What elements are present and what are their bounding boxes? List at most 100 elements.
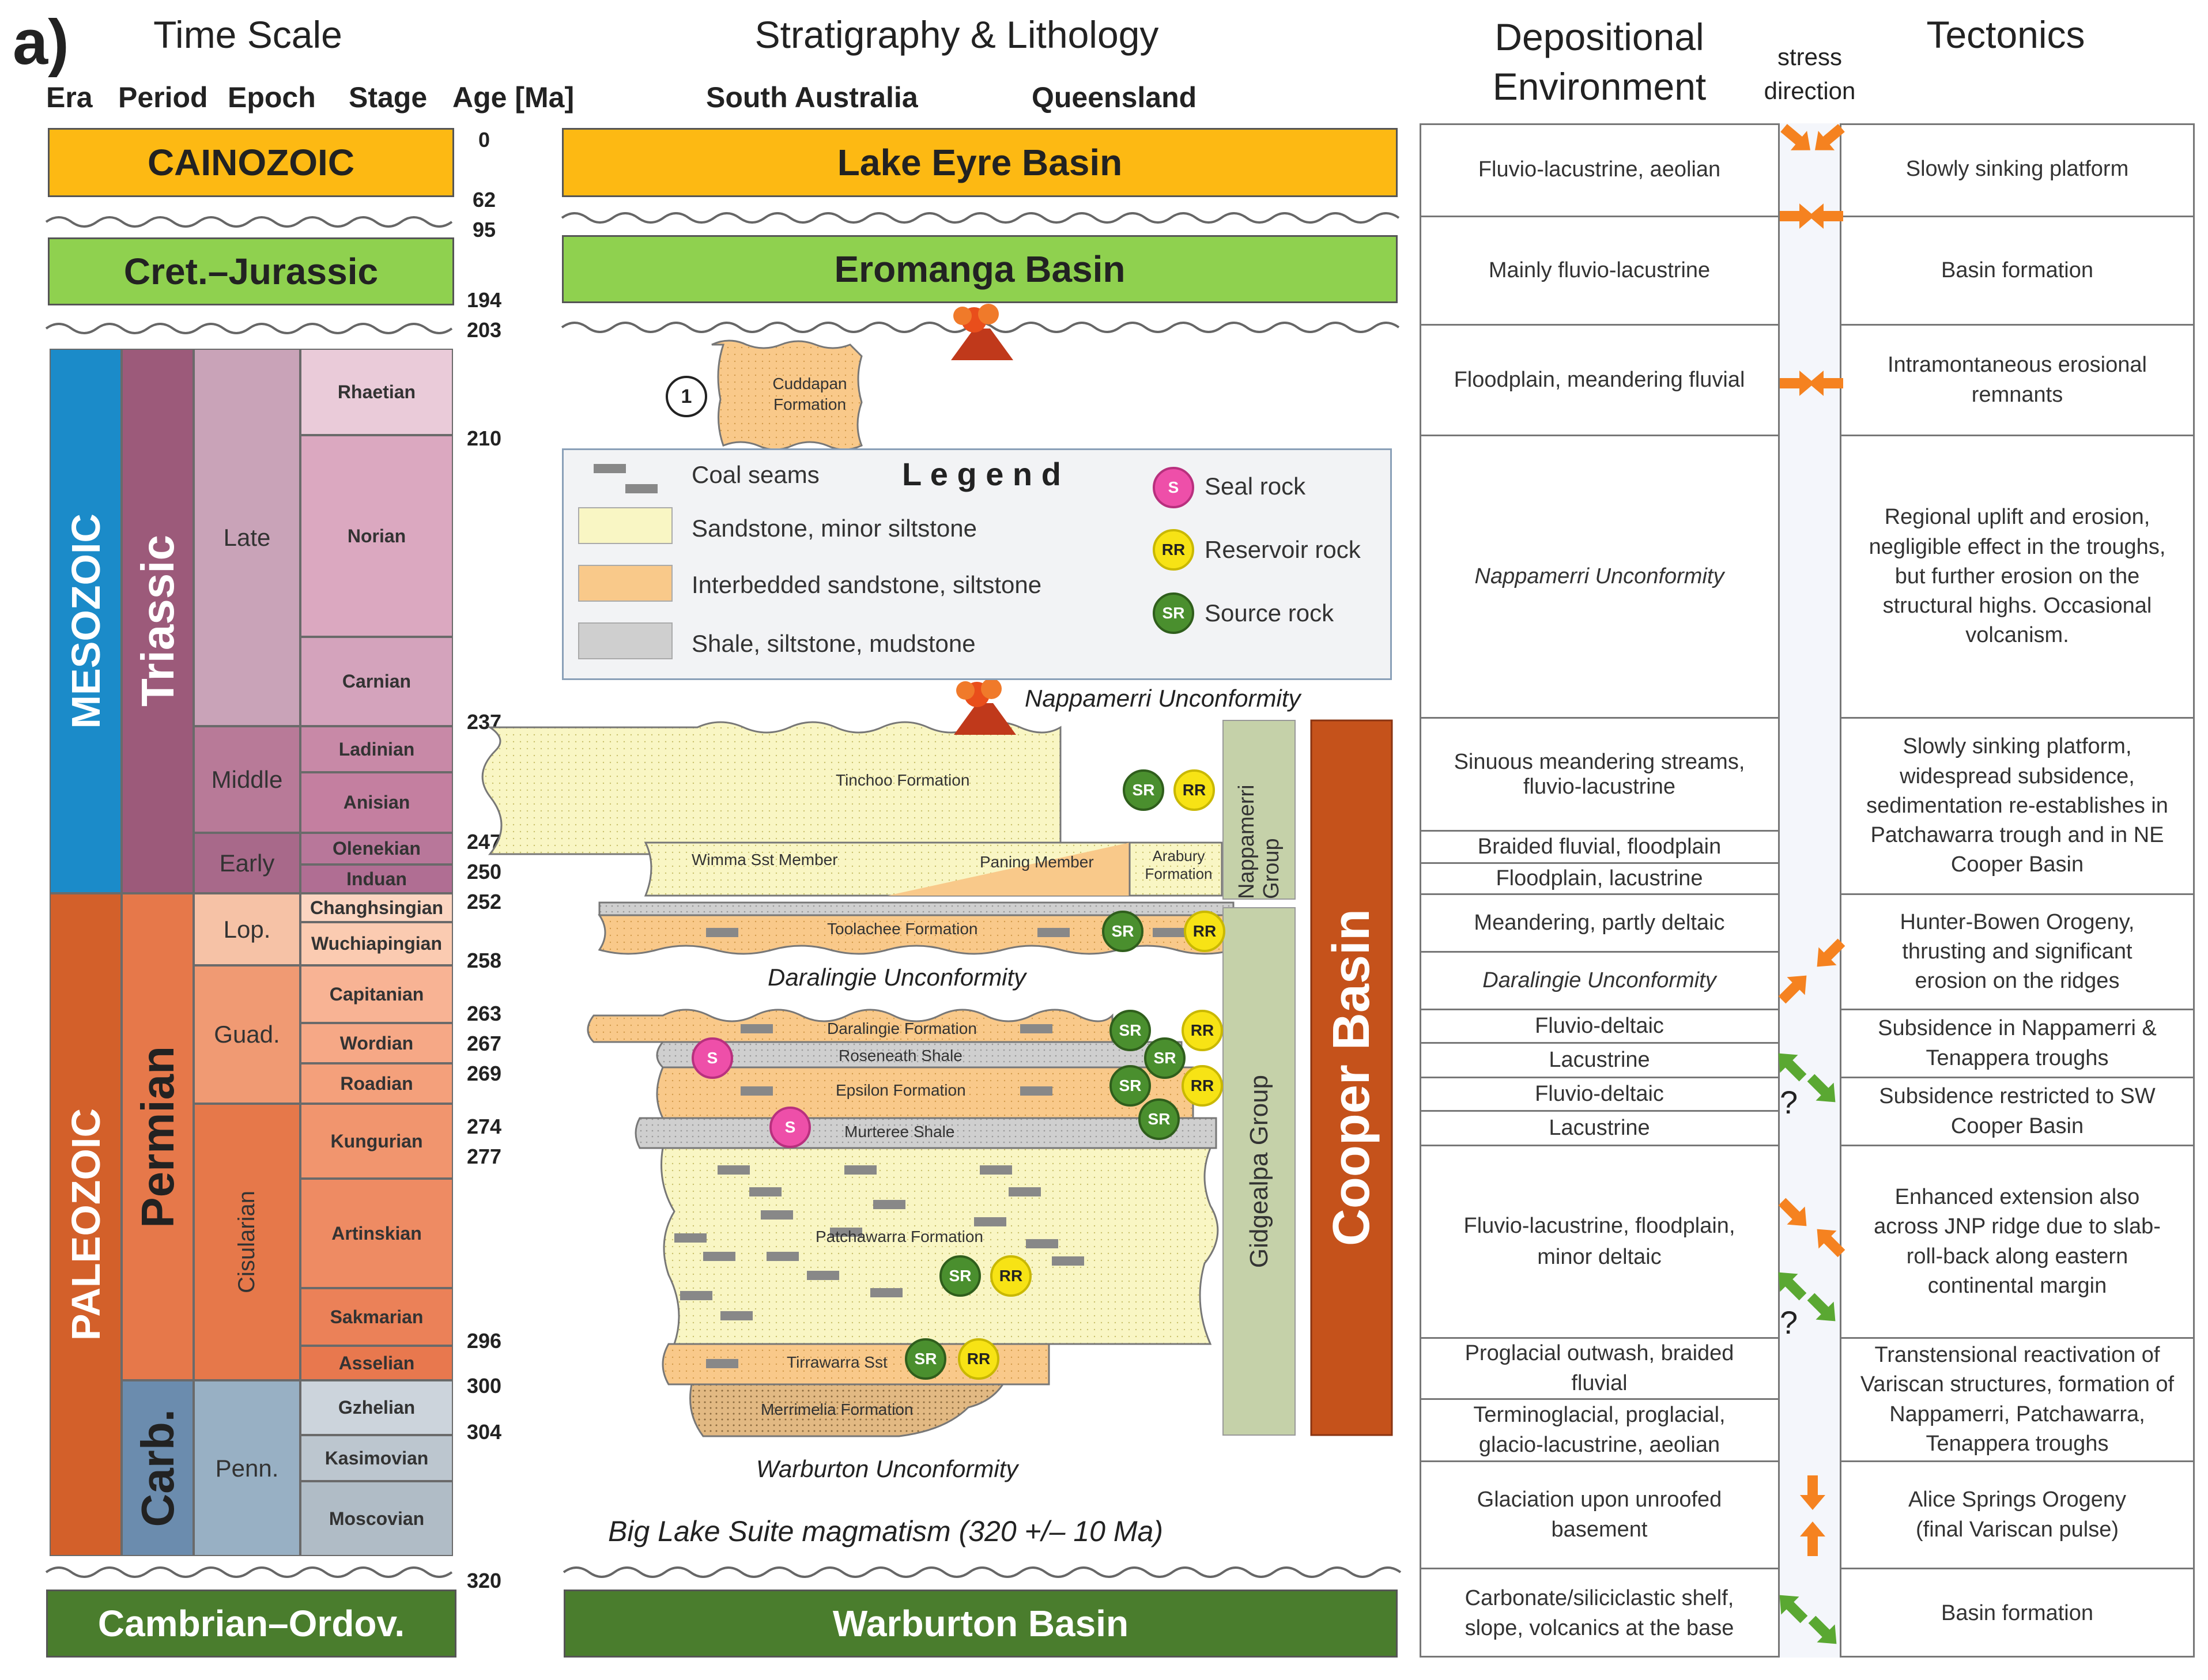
period-carb: Carb. bbox=[122, 1380, 194, 1556]
reservoir-rock-badge: RR bbox=[958, 1338, 999, 1380]
env-row: Meandering, partly deltaic bbox=[1421, 893, 1778, 951]
env-row: Floodplain, meandering fluvial bbox=[1421, 324, 1778, 435]
stress-question-mark: ? bbox=[1780, 1304, 1798, 1341]
strat-header: Stratigraphy & Lithology bbox=[754, 13, 1159, 56]
age-label: 203 bbox=[466, 318, 502, 342]
tectonic-row: Basin formation bbox=[1841, 216, 2193, 324]
cuddapan-shape bbox=[711, 339, 863, 451]
sa-subheader: South Australia bbox=[706, 81, 918, 114]
volcano-icon bbox=[954, 678, 1016, 735]
stage-rhaetian: Rhaetian bbox=[300, 349, 453, 435]
compression-arrow-icon bbox=[1775, 1192, 1847, 1263]
stress-question-mark: ? bbox=[1780, 1084, 1798, 1120]
age-label: 95 bbox=[472, 218, 496, 241]
tectonic-row: Regional uplift and erosion, negligible … bbox=[1841, 435, 2193, 717]
tectonic-row: Alice Springs Orogeny (final Variscan pu… bbox=[1841, 1460, 2193, 1568]
warburton-basin-bar: Warburton Basin bbox=[564, 1590, 1398, 1658]
compression-arrow-icon bbox=[1775, 933, 1847, 1009]
env-row: Lacustrine bbox=[1421, 1042, 1778, 1077]
env-row: Fluvio-lacustrine, floodplain, minor del… bbox=[1421, 1145, 1778, 1337]
coal-seam bbox=[680, 1291, 712, 1300]
legend-interbedded-swatch bbox=[578, 565, 673, 602]
env-row: Proglacial outwash, braided fluvial bbox=[1421, 1337, 1778, 1398]
coal-seam bbox=[807, 1271, 839, 1280]
epoch-cisularian: Cisularian bbox=[194, 1104, 300, 1380]
cooper-basin-label: Cooper Basin bbox=[1322, 909, 1380, 1247]
tectonics-header: Tectonics bbox=[1926, 13, 2085, 56]
source-rock-badge: SR bbox=[905, 1338, 946, 1380]
toolachee-label: Toolachee Formation bbox=[827, 920, 978, 938]
age-subheader: Age [Ma] bbox=[452, 81, 575, 114]
tinchoo-shape bbox=[481, 721, 1062, 855]
source-rock-badge: SR bbox=[1144, 1037, 1186, 1079]
legend-seal-text: Seal rock bbox=[1205, 473, 1306, 500]
compression-arrow-icon bbox=[1780, 203, 1843, 229]
coal-seam bbox=[1153, 928, 1185, 937]
age-label: 62 bbox=[472, 188, 496, 212]
coal-seam bbox=[706, 1359, 738, 1368]
age-label: 274 bbox=[466, 1115, 502, 1138]
patchawarra-label: Patchawarra Formation bbox=[816, 1228, 984, 1245]
age-label: 296 bbox=[466, 1329, 502, 1353]
tectonic-row: Subsidence restricted to SW Cooper Basin bbox=[1841, 1077, 2193, 1145]
coal-seam bbox=[1052, 1256, 1084, 1266]
seal-rock-badge: S bbox=[692, 1037, 733, 1079]
legend-sandstone-text: Sandstone, minor siltstone bbox=[692, 515, 977, 542]
lake-eyre-basin-bar: Lake Eyre Basin bbox=[562, 128, 1398, 197]
reservoir-rock-badge: RR bbox=[1173, 769, 1215, 811]
tinchoo-label: Tinchoo Formation bbox=[836, 771, 970, 789]
stage-ladinian: Ladinian bbox=[300, 726, 453, 772]
age-label: 304 bbox=[466, 1420, 502, 1444]
legend-box bbox=[562, 448, 1392, 680]
env-row: Glaciation upon unroofed basement bbox=[1421, 1460, 1778, 1568]
env-row: Lacustrine bbox=[1421, 1110, 1778, 1145]
period-permian: Permian bbox=[122, 893, 194, 1380]
legend-interbedded-text: Interbedded sandstone, siltstone bbox=[692, 571, 1042, 598]
env-row: Carbonate/siliciclastic shelf, slope, vo… bbox=[1421, 1568, 1778, 1658]
age-label: 252 bbox=[466, 890, 502, 913]
stage-changhsingian: Changhsingian bbox=[300, 893, 453, 922]
era-mesozoic: MESOZOIC bbox=[50, 349, 122, 893]
age-label: 267 bbox=[466, 1032, 502, 1055]
nappamerri-unconformity-label: Nappamerri Unconformity bbox=[1025, 685, 1301, 712]
coal-seam bbox=[980, 1165, 1012, 1175]
stage-capitanian: Capitanian bbox=[300, 965, 453, 1023]
age-label: 320 bbox=[466, 1569, 502, 1592]
nappamerri-group-label: Nappamerri Group bbox=[1234, 784, 1284, 899]
coal-seam bbox=[741, 1024, 773, 1033]
daralingie-unconformity-label: Daralingie Unconformity bbox=[768, 964, 1026, 991]
env-row: Sinuous meandering streams, fluvio-lacus… bbox=[1421, 717, 1778, 830]
age-label: 210 bbox=[466, 426, 502, 450]
epsilon-label: Epsilon Formation bbox=[836, 1081, 966, 1099]
daralingie-fm-label: Daralingie Formation bbox=[827, 1020, 977, 1037]
cambrian-ordov-bar: Cambrian–Ordov. bbox=[46, 1590, 456, 1658]
source-rock-badge: SR bbox=[939, 1255, 981, 1297]
coal-seam bbox=[767, 1252, 799, 1261]
epoch-middle: Middle bbox=[194, 726, 300, 833]
stage-wuchiapingian: Wuchiapingian bbox=[300, 922, 453, 965]
coal-seam bbox=[1020, 1024, 1052, 1033]
env-row: Daralingie Unconformity bbox=[1421, 951, 1778, 1009]
coal-seam bbox=[873, 1200, 905, 1209]
tectonic-row: Slowly sinking platform, widespread subs… bbox=[1841, 717, 2193, 893]
time-scale-header: Time Scale bbox=[153, 13, 342, 56]
coal-seam bbox=[830, 1228, 862, 1237]
legend-reservoir-badge: RR bbox=[1153, 529, 1194, 571]
big-lake-suite-label: Big Lake Suite magmatism (320 +/– 10 Ma) bbox=[608, 1515, 1163, 1547]
stage-artinskian: Artinskian bbox=[300, 1179, 453, 1288]
epoch-early: Early bbox=[194, 833, 300, 893]
coal-seam bbox=[741, 1086, 773, 1096]
legend-sandstone-swatch bbox=[578, 507, 673, 544]
stage-wordian: Wordian bbox=[300, 1023, 453, 1063]
tectonic-row: Subsidence in Nappamerri & Tenappera tro… bbox=[1841, 1009, 2193, 1077]
stage-asselian: Asselian bbox=[300, 1346, 453, 1380]
wimma-label: Wimma Sst Member bbox=[692, 851, 838, 869]
stage-moscovian: Moscovian bbox=[300, 1481, 453, 1556]
legend-source-text: Source rock bbox=[1205, 599, 1334, 626]
env-row: Fluvio-lacustrine, aeolian bbox=[1478, 157, 1721, 182]
legend-shale-swatch bbox=[578, 622, 673, 659]
stage-sakmarian: Sakmarian bbox=[300, 1288, 453, 1346]
reservoir-rock-badge: RR bbox=[1182, 1065, 1223, 1107]
legend-seal-badge: S bbox=[1153, 467, 1194, 508]
source-rock-badge: SR bbox=[1109, 1065, 1151, 1107]
